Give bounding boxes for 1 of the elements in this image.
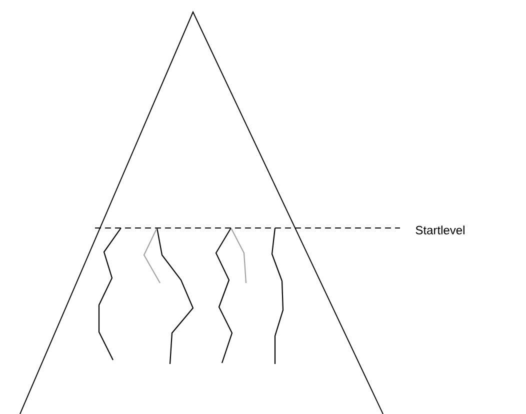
level-label: Startlevel: [416, 226, 464, 234]
